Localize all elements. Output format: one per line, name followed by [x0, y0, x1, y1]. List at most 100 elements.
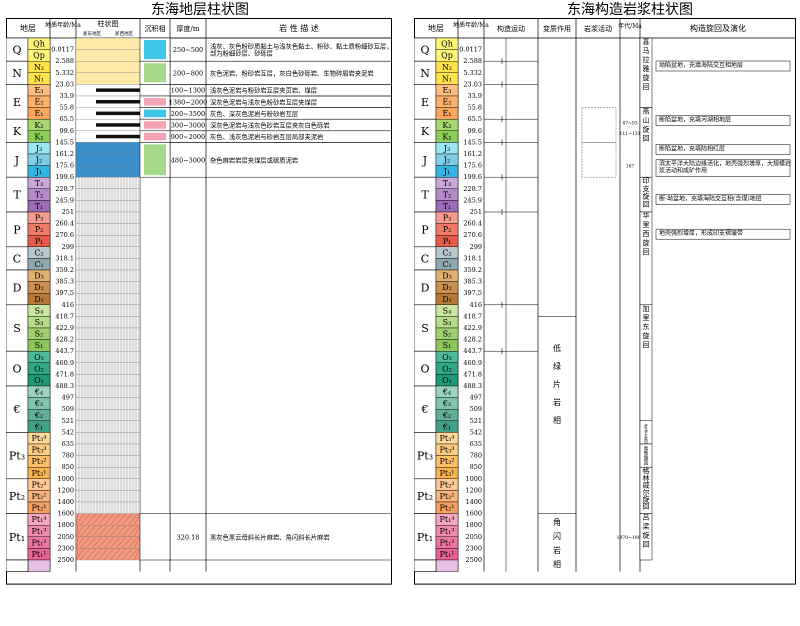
left-age-label: 521	[62, 417, 74, 425]
lithology-description: 灰色泥岩、粉砂岩互层，灰白色砂砾岩、生物碎屑岩夹泥岩	[210, 68, 374, 77]
right-header-strat: 地层	[428, 23, 444, 33]
left-stage-label: S₂	[35, 330, 44, 339]
lith-gneiss-hatch	[85, 513, 97, 526]
cycle-char: 旋	[643, 531, 650, 540]
lith-pattern-cell	[75, 420, 141, 433]
cycle-char: 回	[643, 248, 650, 256]
right-age-label: 428.2	[463, 336, 482, 344]
right-stage-label: K₂	[442, 121, 451, 130]
right-stage-label: Pt₂²	[439, 492, 454, 501]
cycle-cell	[639, 513, 653, 561]
left-stage-label: T₂	[35, 190, 44, 199]
right-series-label: T	[421, 189, 429, 202]
right-age-label: 245.9	[463, 196, 482, 204]
left-stage-label: O₁	[34, 376, 44, 385]
right-series-label: S	[421, 322, 429, 335]
cycle-char: 回	[644, 440, 647, 444]
left-age-label: 850	[62, 463, 74, 471]
right-age-label: 635	[470, 440, 482, 448]
right-stage-label: P₂	[443, 225, 452, 234]
lith-pattern-cell	[75, 235, 141, 247]
left-stage-label: S₁	[35, 341, 44, 350]
thickness-value: 900~2000	[171, 133, 205, 141]
left-stage-label: D₂	[34, 283, 44, 292]
left-stage-label: S₄	[35, 306, 44, 315]
facies-swatch	[144, 109, 166, 118]
right-stage-label: J₃	[443, 144, 450, 153]
cycle-char: 旋	[644, 455, 649, 462]
right-stage-label: S₁	[443, 341, 452, 350]
lith-gneiss-hatch	[91, 525, 103, 537]
right-series-label: J	[422, 154, 427, 167]
right-stage-label: €₃	[442, 399, 451, 408]
left-stage-label: E₁	[34, 109, 43, 118]
lith-gneiss-hatch	[115, 548, 127, 561]
left-series-label: T	[13, 189, 21, 202]
lith-gneiss-hatch	[127, 536, 139, 549]
left-age-label: 416	[62, 301, 74, 309]
lith-coal-band	[96, 134, 140, 139]
left-age-label: 2.588	[55, 57, 74, 65]
right-stage-label: Pt₃²	[439, 457, 454, 466]
right-header-magmatism: 岩浆活动	[584, 24, 612, 33]
left-age-label: 33.9	[60, 92, 74, 100]
cycle-char: 旋	[643, 238, 650, 247]
lith-gneiss-hatch	[97, 548, 109, 561]
lith-gneiss-hatch	[75, 513, 85, 526]
cycle-char: 尔	[644, 432, 648, 437]
lithology-description: 深灰色泥岩与浅灰色粉砂岩互层夹煤层	[210, 97, 317, 106]
left-age-label: 1200	[57, 486, 74, 494]
right-age-label: 509	[470, 405, 482, 413]
right-stage-label: J₁	[443, 167, 450, 176]
right-age-label: 0.0117	[459, 46, 482, 54]
left-age-label: 55.8	[60, 104, 74, 112]
right-stage-label: J₂	[443, 156, 450, 165]
facies-cell	[139, 84, 171, 97]
left-age-label: 428.2	[55, 336, 74, 344]
left-series-label: D	[13, 281, 22, 294]
cycle-char: 雅	[643, 64, 650, 73]
left-stage-label: J₂	[35, 156, 42, 165]
left-age-label: 460.9	[55, 359, 74, 367]
facies-swatch	[144, 40, 166, 60]
lith-pattern-cell	[75, 362, 141, 375]
cycle-char: 拉	[643, 55, 650, 64]
right-age-label: 1600	[465, 510, 482, 518]
right-age-label: 1200	[465, 486, 482, 494]
metamorphic-facies-label: 岩	[553, 545, 561, 555]
right-age-label: 1000	[465, 475, 482, 483]
left-age-label: 471.8	[55, 370, 74, 378]
right-stage-label: Qh	[441, 40, 453, 49]
right-series-label: Pt₁	[417, 531, 433, 544]
left-age-label: 635	[62, 440, 74, 448]
left-age-label: 1000	[57, 475, 74, 483]
right-stage-label: Pt₃¹	[439, 469, 454, 478]
left-series-label: C	[13, 252, 21, 265]
left-stage-label: C₁	[34, 260, 43, 269]
right-age-label: 521	[470, 417, 482, 425]
right-stage-label: Pt₂³	[439, 480, 454, 489]
evolution-box	[655, 159, 791, 177]
lith-gneiss-hatch	[85, 548, 97, 561]
lith-pattern-cell	[75, 385, 141, 398]
lith-pattern-cell	[75, 153, 141, 166]
thickness-value: 300~3000	[171, 122, 205, 130]
left-stage-label: S₃	[35, 318, 44, 327]
left-age-label: 251	[62, 208, 74, 216]
left-series-label: E	[13, 96, 21, 109]
left-header-thickness: 厚度/m	[177, 24, 200, 33]
right-stage-label: K₁	[442, 132, 451, 141]
right-age-label: 299	[470, 243, 482, 251]
evolution-text: 断陷盆地，充填河湖相地层	[659, 116, 731, 124]
left-stage-label: Pt₁³	[31, 527, 46, 536]
lith-gneiss-hatch	[79, 513, 91, 526]
lith-gneiss-hatch	[75, 525, 79, 537]
metamorphic-facies-label: 片	[553, 379, 561, 389]
facies-swatch	[144, 144, 166, 176]
lithology-description: 浅灰色泥岩与粉砂岩互层夹页岩、煤层	[210, 86, 317, 95]
left-stage-label: Pt₁¹	[31, 550, 46, 559]
lith-gneiss-hatch	[91, 513, 103, 526]
right-series-label: E	[421, 96, 429, 109]
left-stage-label: E₃	[34, 86, 43, 95]
lith-pattern-cell	[75, 432, 141, 445]
